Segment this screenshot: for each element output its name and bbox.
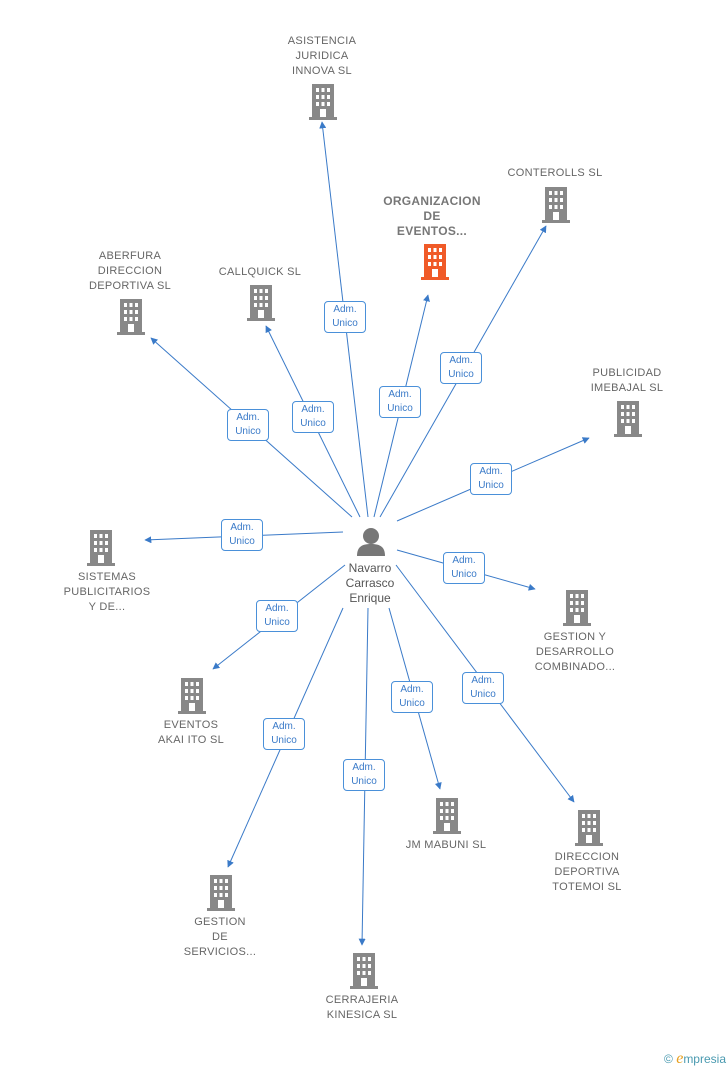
company-label-gestion-servicios[interactable]: GESTION DE SERVICIOS... xyxy=(183,916,257,958)
company-label-organizacion[interactable]: ORGANIZACION DE EVENTOS... xyxy=(383,194,481,238)
company-label-callquick[interactable]: CALLQUICK SL xyxy=(218,266,302,278)
company-label-aberfura[interactable]: ABERFURA DIRECCION DEPORTIVA SL xyxy=(88,250,172,292)
copyright-symbol: © xyxy=(664,1052,673,1066)
building-icon[interactable] xyxy=(247,285,275,321)
company-label-publicidad[interactable]: PUBLICIDAD IMEBAJAL SL xyxy=(590,367,664,394)
role-badge-jm-mabuni[interactable]: Adm. Unico xyxy=(391,681,433,713)
role-badge-aberfura[interactable]: Adm. Unico xyxy=(227,409,269,441)
company-label-jm-mabuni[interactable]: JM MABUNI SL xyxy=(405,839,487,851)
role-badge-publicidad[interactable]: Adm. Unico xyxy=(470,463,512,495)
company-label-sistemas[interactable]: SISTEMAS PUBLICITARIOS Y DE... xyxy=(63,571,151,613)
person-icon xyxy=(357,528,385,556)
role-badge-sistemas[interactable]: Adm. Unico xyxy=(221,519,263,551)
company-label-asistencia[interactable]: ASISTENCIA JURIDICA INNOVA SL xyxy=(287,35,357,77)
building-icon[interactable] xyxy=(433,798,461,834)
role-badge-gestion-desarrollo[interactable]: Adm. Unico xyxy=(443,552,485,584)
role-badge-eventos-akai[interactable]: Adm. Unico xyxy=(256,600,298,632)
company-label-direccion-totemoi[interactable]: DIRECCION DEPORTIVA TOTEMOI SL xyxy=(552,851,622,893)
building-icon[interactable] xyxy=(563,590,591,626)
role-badge-asistencia[interactable]: Adm. Unico xyxy=(324,301,366,333)
building-icon[interactable] xyxy=(542,187,570,223)
role-badge-direccion-totemoi[interactable]: Adm. Unico xyxy=(462,672,504,704)
building-icon[interactable] xyxy=(178,678,206,714)
company-label-cerrajeria[interactable]: CERRAJERIA KINESICA SL xyxy=(325,994,399,1021)
building-icon[interactable] xyxy=(614,401,642,437)
footer-brand: © empresia xyxy=(664,1050,726,1068)
role-badge-conterolls[interactable]: Adm. Unico xyxy=(440,352,482,384)
brand-logo-initial: e xyxy=(676,1050,684,1067)
brand-logo-text: mpresia xyxy=(683,1052,726,1066)
building-icon[interactable] xyxy=(350,953,378,989)
role-badge-cerrajeria[interactable]: Adm. Unico xyxy=(343,759,385,791)
company-label-gestion-desarrollo[interactable]: GESTION Y DESARROLLO COMBINADO... xyxy=(534,631,616,673)
role-badge-callquick[interactable]: Adm. Unico xyxy=(292,401,334,433)
person-name[interactable]: Navarro Carrasco Enrique xyxy=(345,561,395,605)
building-icon[interactable] xyxy=(309,84,337,120)
building-icon[interactable] xyxy=(207,875,235,911)
building-icon[interactable] xyxy=(575,810,603,846)
building-icon[interactable] xyxy=(117,299,145,335)
building-icon[interactable] xyxy=(421,244,449,280)
role-badge-organizacion[interactable]: Adm. Unico xyxy=(379,386,421,418)
building-icon[interactable] xyxy=(87,530,115,566)
company-label-eventos-akai[interactable]: EVENTOS AKAI ITO SL xyxy=(157,719,225,746)
role-badge-gestion-servicios[interactable]: Adm. Unico xyxy=(263,718,305,750)
company-label-conterolls[interactable]: CONTEROLLS SL xyxy=(507,167,603,179)
